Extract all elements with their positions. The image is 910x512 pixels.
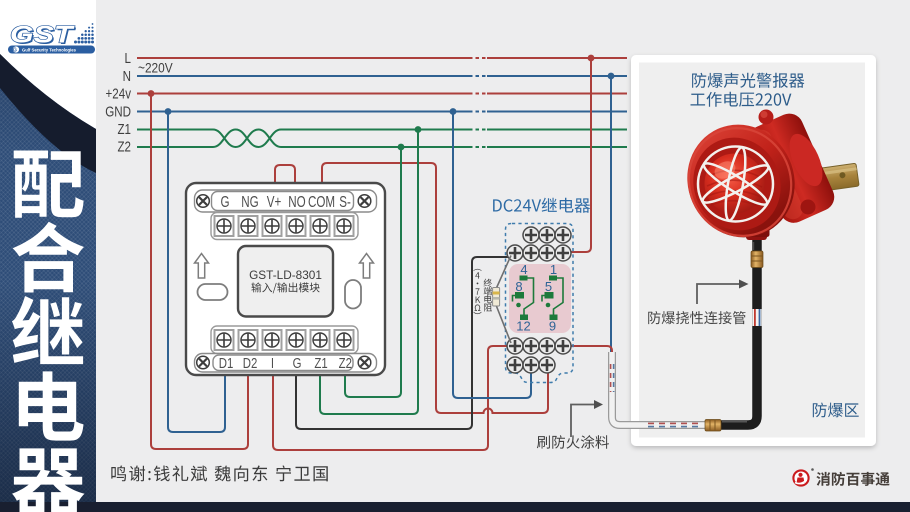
svg-text:V+: V+ bbox=[267, 193, 282, 210]
svg-text:Z2: Z2 bbox=[339, 354, 352, 371]
svg-text:NG: NG bbox=[241, 193, 258, 210]
svg-text:4: 4 bbox=[520, 262, 527, 277]
svg-text:I: I bbox=[271, 354, 274, 371]
svg-text:1: 1 bbox=[550, 262, 557, 277]
svg-text:G: G bbox=[13, 48, 17, 54]
svg-text:9: 9 bbox=[549, 319, 556, 334]
svg-text:GND: GND bbox=[105, 103, 131, 120]
svg-text:Z1: Z1 bbox=[117, 121, 131, 138]
svg-text:L: L bbox=[125, 50, 131, 67]
svg-text:GST-LD-8301: GST-LD-8301 bbox=[249, 268, 322, 282]
svg-text:+24v: +24v bbox=[106, 85, 132, 102]
svg-text:S-: S- bbox=[339, 193, 351, 210]
svg-text:Z1: Z1 bbox=[314, 354, 327, 371]
svg-text:8: 8 bbox=[515, 279, 522, 294]
svg-text:5: 5 bbox=[545, 279, 552, 294]
svg-text:GST: GST bbox=[11, 22, 76, 50]
svg-text:D1: D1 bbox=[219, 354, 234, 371]
svg-text:N: N bbox=[123, 68, 131, 85]
svg-text:D2: D2 bbox=[243, 354, 258, 371]
svg-text:Gulf Security Technologies: Gulf Security Technologies bbox=[22, 47, 77, 52]
svg-text:Z2: Z2 bbox=[117, 138, 131, 155]
svg-text:NO: NO bbox=[288, 193, 305, 210]
svg-text:GST: GST bbox=[10, 20, 75, 48]
svg-text:12: 12 bbox=[516, 319, 530, 334]
svg-text:~220V: ~220V bbox=[138, 60, 173, 76]
svg-text:G: G bbox=[293, 354, 302, 371]
svg-text:COM: COM bbox=[308, 193, 335, 210]
svg-text:G: G bbox=[220, 193, 229, 210]
